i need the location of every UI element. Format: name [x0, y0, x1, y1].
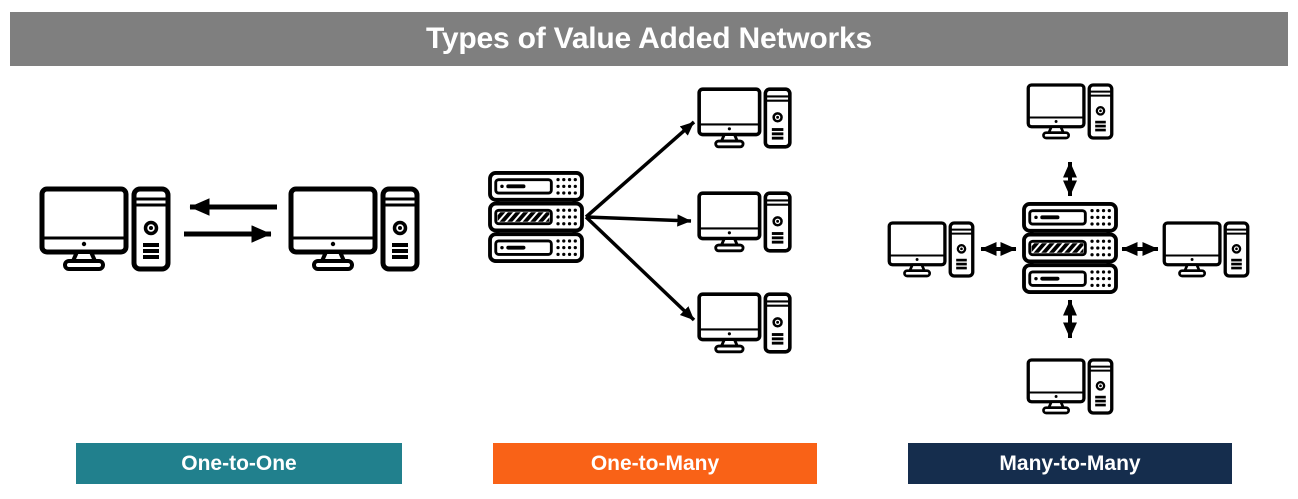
page-title: Types of Value Added Networks	[426, 22, 872, 55]
computer-icon	[697, 191, 792, 253]
computer-icon	[39, 186, 171, 272]
label-one-to-one: One-to-One	[76, 443, 402, 484]
header-banner: Types of Value Added Networks	[10, 12, 1288, 66]
computer-icon	[697, 292, 792, 354]
label-one-to-one-text: One-to-One	[181, 451, 297, 475]
server-icon	[1022, 202, 1118, 294]
arrow-fan-top	[584, 120, 696, 219]
label-one-to-many-text: One-to-Many	[590, 451, 720, 475]
computer-icon	[1162, 221, 1250, 278]
computer-icon	[1026, 83, 1114, 140]
arrow-fan-bottom	[584, 215, 696, 322]
label-many-to-many: Many-to-Many	[908, 443, 1232, 484]
computer-icon	[288, 186, 420, 272]
label-many-to-many-text: Many-to-Many	[999, 451, 1141, 475]
label-one-to-many: One-to-Many	[493, 443, 817, 484]
computer-icon	[697, 87, 792, 149]
computer-icon	[1026, 358, 1114, 415]
arrow-fan-middle	[585, 214, 692, 227]
computer-icon	[887, 221, 975, 278]
server-icon	[488, 171, 584, 263]
